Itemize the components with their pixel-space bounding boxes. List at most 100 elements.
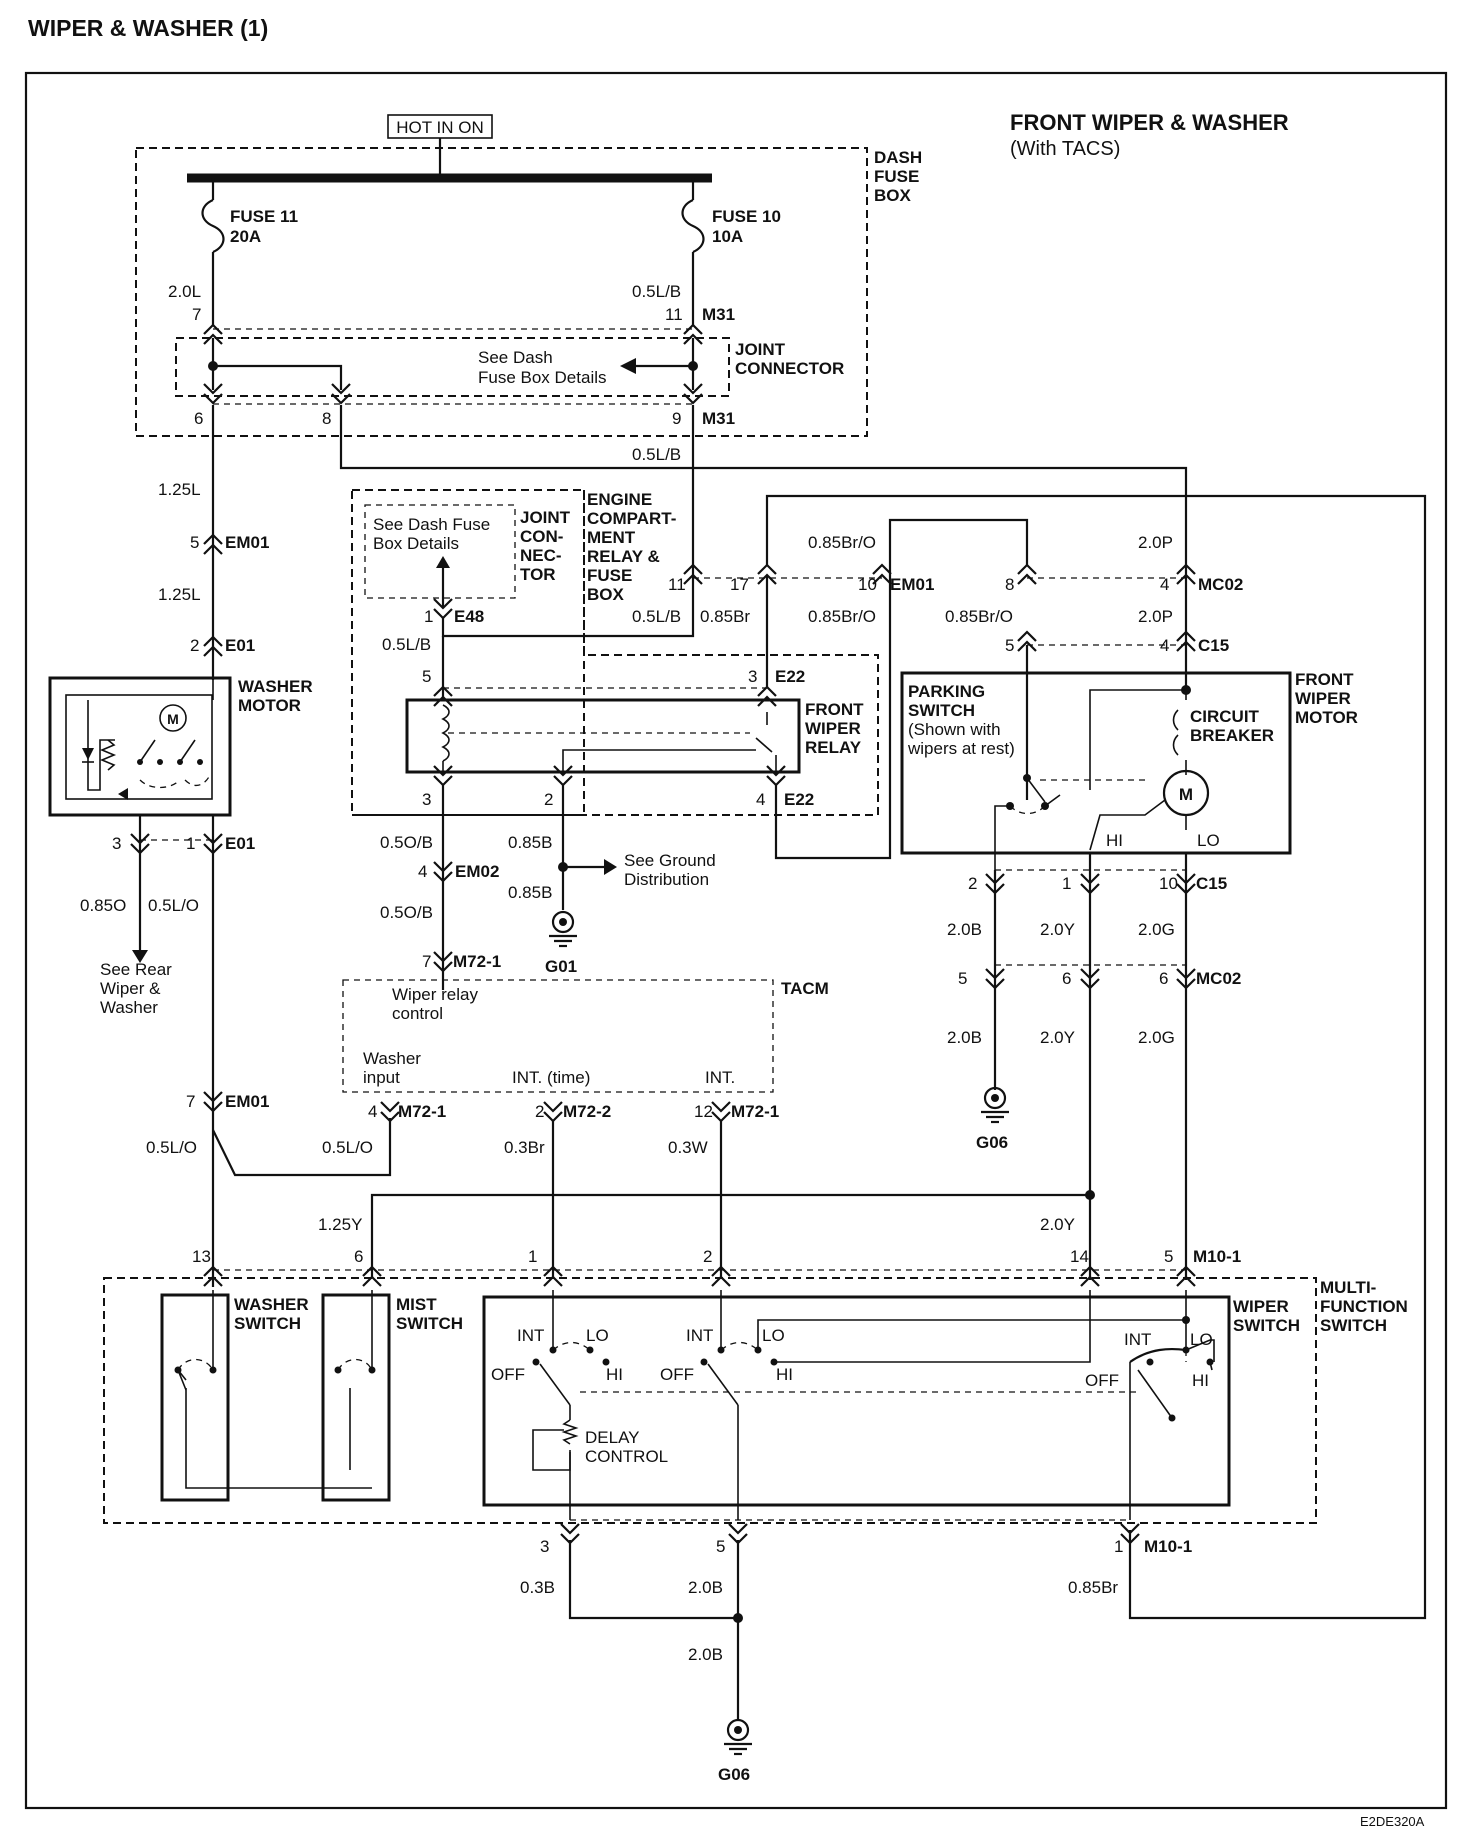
svg-text:SWITCH: SWITCH: [908, 701, 975, 720]
washer-input-label: Washer input: [363, 1049, 421, 1087]
int-time-label: INT. (time): [512, 1068, 590, 1087]
svg-text:control: control: [392, 1004, 443, 1023]
svg-text:Box Details: Box Details: [373, 534, 459, 553]
connector-label: C15: [1196, 874, 1227, 893]
svg-text:INT: INT: [517, 1326, 544, 1345]
svg-text:CONNECTOR: CONNECTOR: [735, 359, 844, 378]
connector-label: M10-1: [1144, 1537, 1192, 1556]
pin-label: 5: [1005, 636, 1014, 655]
pin-label: 6: [1159, 969, 1168, 988]
wire-label: 0.85Br/O: [808, 607, 876, 626]
connector-label: E22: [784, 790, 814, 809]
wire-label: 0.85Br/O: [945, 607, 1013, 626]
wire-label: 0.5L/O: [322, 1138, 373, 1157]
wire-label: 1.25L: [158, 585, 201, 604]
pin-label: 4: [756, 790, 765, 809]
svg-text:Wiper relay: Wiper relay: [392, 985, 478, 1004]
svg-text:FUSE: FUSE: [587, 566, 632, 585]
pin-label: 2: [703, 1247, 712, 1266]
svg-text:RELAY &: RELAY &: [587, 547, 660, 566]
connector-label: EM01: [890, 575, 934, 594]
svg-text:Fuse Box Details: Fuse Box Details: [478, 368, 607, 387]
wire-label: 0.3B: [520, 1578, 555, 1597]
washer-switch: WASHER SWITCH: [160, 1290, 372, 1502]
pin-label: 1: [1062, 874, 1071, 893]
svg-text:(Shown with: (Shown with: [908, 720, 1001, 739]
pin-label: 3: [748, 667, 757, 686]
joint-connector-small-label: JOINT CON- NEC- TOR: [520, 508, 571, 584]
svg-text:FRONT: FRONT: [805, 700, 864, 719]
svg-text:MULTI-: MULTI-: [1320, 1278, 1376, 1297]
connector-label: M31: [702, 409, 735, 428]
svg-text:Washer: Washer: [100, 998, 158, 1017]
pin-label: 1: [186, 834, 195, 853]
svg-text:10A: 10A: [712, 227, 743, 246]
svg-text:FUSE: FUSE: [874, 167, 919, 186]
connector-label: C15: [1198, 636, 1229, 655]
front-wiper-relay: FRONT WIPER RELAY: [405, 685, 864, 787]
connector-label: E01: [225, 834, 255, 853]
connector-label: E01: [225, 636, 255, 655]
wire-label: 0.5O/B: [380, 903, 433, 922]
svg-text:wipers at rest): wipers at rest): [907, 739, 1015, 758]
pin-label: 2: [190, 636, 199, 655]
pin-label: 7: [422, 952, 431, 971]
pin-label: 1: [1114, 1537, 1123, 1556]
svg-text:HI: HI: [1106, 831, 1123, 850]
pin-label: 5: [716, 1537, 725, 1556]
pin-label: 3: [540, 1537, 549, 1556]
wire-label: 2.0B: [947, 1028, 982, 1047]
connector-label: MC02: [1196, 969, 1241, 988]
pin-label: 13: [192, 1247, 211, 1266]
svg-text:MOTOR: MOTOR: [238, 696, 301, 715]
multi-function-switch-label: MULTI- FUNCTION SWITCH: [1320, 1278, 1408, 1335]
svg-text:PARKING: PARKING: [908, 682, 985, 701]
see-rear-wiper-washer: See Rear Wiper & Washer: [100, 960, 172, 1017]
wire-label: 0.85Br/O: [808, 533, 876, 552]
pin-label: 5: [422, 667, 431, 686]
joint-connector: [175, 337, 730, 397]
svg-text:LO: LO: [762, 1326, 785, 1345]
pin-label: 4: [1160, 575, 1169, 594]
wire-label: 2.0Y: [1040, 1215, 1075, 1234]
wire-label: 0.5L/B: [632, 607, 681, 626]
svg-text:SWITCH: SWITCH: [1233, 1316, 1300, 1335]
wire-label: 1.25L: [158, 480, 201, 499]
svg-text:DASH: DASH: [874, 148, 922, 167]
svg-text:Wiper &: Wiper &: [100, 979, 161, 998]
pin-label: 2: [968, 874, 977, 893]
wire-label: 2.0P: [1138, 533, 1173, 552]
ground-g06-bottom: G06: [718, 1765, 750, 1784]
connector-label: M31: [702, 305, 735, 324]
multi-function-switch: [103, 1277, 1317, 1524]
connector-label: E22: [775, 667, 805, 686]
svg-text:WASHER: WASHER: [238, 677, 313, 696]
hot-in-on-label: HOT IN ON: [387, 114, 493, 139]
connector-label: MC02: [1198, 575, 1243, 594]
pin-label: 3: [112, 834, 121, 853]
pin-label: 8: [322, 409, 331, 428]
pin-label: 8: [1005, 575, 1014, 594]
svg-text:HI: HI: [606, 1365, 623, 1384]
svg-text:WASHER: WASHER: [234, 1295, 309, 1314]
ground-g01: G01: [545, 957, 577, 976]
svg-text:OFF: OFF: [491, 1365, 525, 1384]
wire-label: 0.3W: [668, 1138, 708, 1157]
pin-label: 5: [1164, 1247, 1173, 1266]
svg-text:ENGINE: ENGINE: [587, 490, 652, 509]
wiper-relay-control-label: Wiper relay control: [392, 985, 478, 1023]
svg-text:FUSE 11: FUSE 11: [230, 207, 298, 226]
pin-label: 6: [194, 409, 203, 428]
pin-label: 9: [672, 409, 681, 428]
svg-text:TOR: TOR: [520, 565, 556, 584]
wire-label: 0.5L/O: [148, 896, 199, 915]
wire-label: 0.5L/O: [146, 1138, 197, 1157]
wire-label: 2.0Y: [1040, 1028, 1075, 1047]
pin-label: 10: [858, 575, 877, 594]
svg-text:LO: LO: [1197, 831, 1220, 850]
wire-label: 2.0P: [1138, 607, 1173, 626]
svg-text:COMPART-: COMPART-: [587, 509, 676, 528]
svg-text:OFF: OFF: [660, 1365, 694, 1384]
svg-text:20A: 20A: [230, 227, 261, 246]
pin-label: 3: [422, 790, 431, 809]
